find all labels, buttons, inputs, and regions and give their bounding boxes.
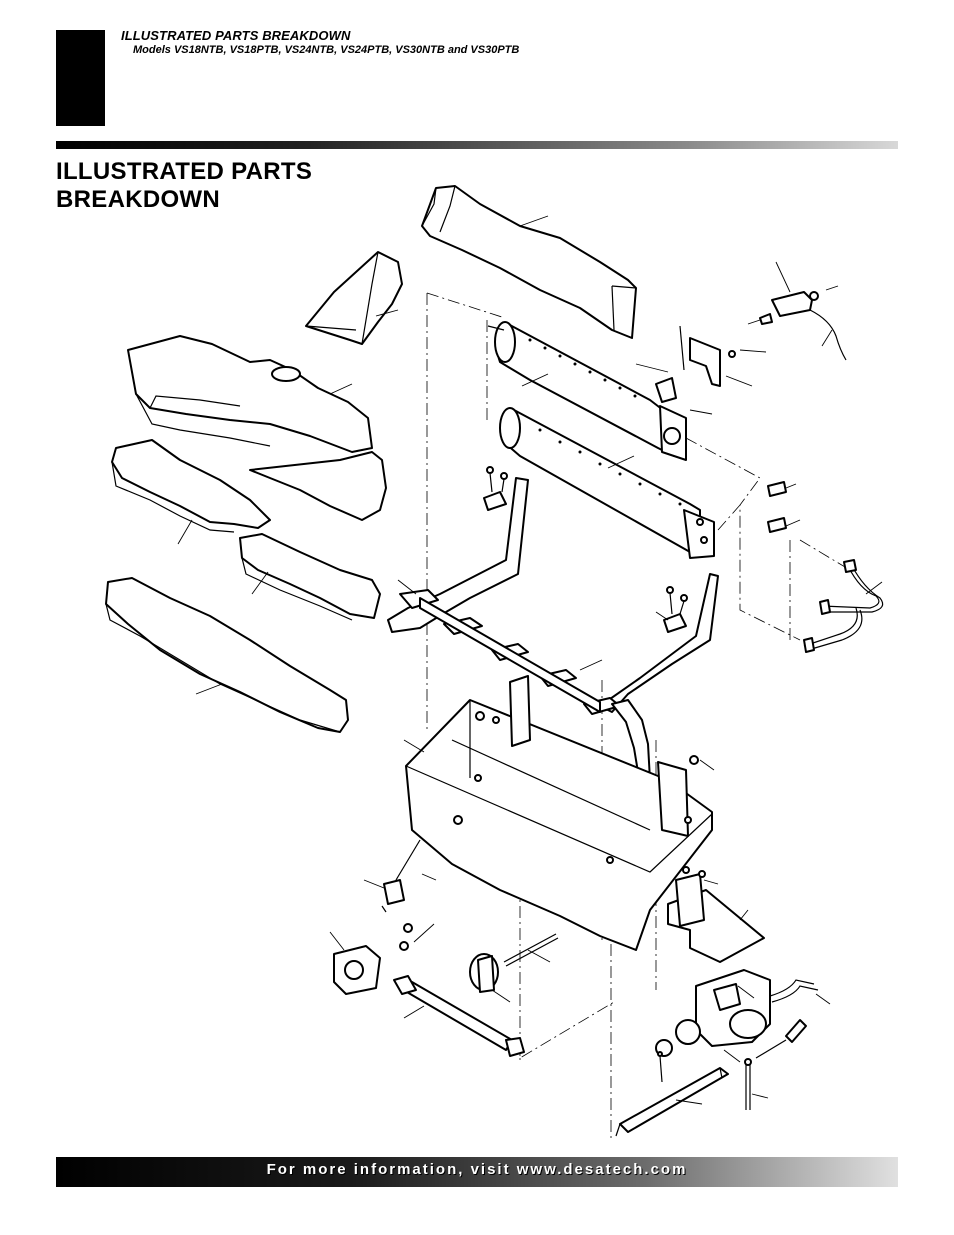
center-log <box>239 533 381 621</box>
left-log <box>111 439 271 545</box>
grate-bracket-right <box>655 586 688 633</box>
footer-banner: For more information, visit www.desatech… <box>56 1157 898 1187</box>
control-valve <box>655 969 771 1063</box>
valve-rod <box>503 933 559 967</box>
mounting-strap <box>615 1067 729 1137</box>
pilot-assembly <box>635 261 847 403</box>
section-tab-marker <box>56 30 105 126</box>
orifice-bottom <box>767 517 801 533</box>
burner-bottom <box>499 407 715 559</box>
bottom-log <box>105 577 349 733</box>
base-assembly <box>403 675 715 951</box>
gas-tubing <box>803 559 884 653</box>
top-log <box>305 251 403 345</box>
control-knob-ring <box>329 923 435 995</box>
header-divider <box>56 141 898 149</box>
burner-top <box>487 321 713 461</box>
orifice-top <box>767 481 797 497</box>
log-grate <box>387 477 719 785</box>
header-subtitle: Models VS18NTB, VS18PTB, VS24NTB, VS24PT… <box>133 44 520 56</box>
page-heading: ILLUSTRATED PARTS BREAKDOWN <box>56 158 313 213</box>
header-title: ILLUSTRATED PARTS BREAKDOWN <box>121 28 351 43</box>
thermocouple <box>755 979 831 1059</box>
grate-bracket-left <box>483 466 508 511</box>
rear-log <box>421 185 637 339</box>
piezo-igniter <box>363 839 437 913</box>
footer-link-text: For more information, visit www.desatech… <box>266 1161 688 1178</box>
valve-bracket <box>667 866 765 963</box>
front-log <box>127 335 387 521</box>
valve-knob <box>469 953 511 1003</box>
flex-connector <box>393 975 525 1057</box>
screws <box>657 1051 769 1110</box>
